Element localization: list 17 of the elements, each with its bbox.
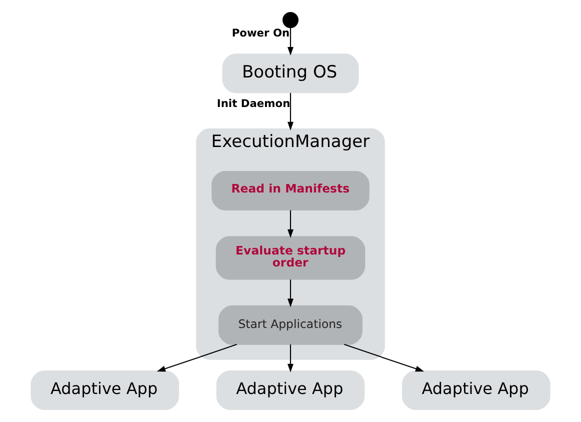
arrow	[288, 344, 294, 372]
arrow	[288, 280, 294, 308]
edge-label: Power On	[232, 26, 290, 40]
node-circle	[282, 12, 298, 28]
node-box: Booting OS	[222, 54, 359, 94]
node-box: Start Applications	[218, 305, 362, 345]
arrow	[288, 28, 294, 56]
node-box: Adaptive App	[30, 370, 180, 410]
node-box: Read in Manifests	[212, 171, 370, 210]
node-box: Adaptive App	[402, 370, 550, 410]
arrow	[288, 92, 294, 130]
edge-label: Init Daemon	[216, 96, 290, 110]
node-box: Adaptive App	[216, 370, 365, 410]
arrow	[288, 210, 294, 238]
arrow	[344, 344, 424, 372]
node-box: Evaluate startup order	[216, 236, 366, 280]
arrow	[156, 344, 237, 372]
